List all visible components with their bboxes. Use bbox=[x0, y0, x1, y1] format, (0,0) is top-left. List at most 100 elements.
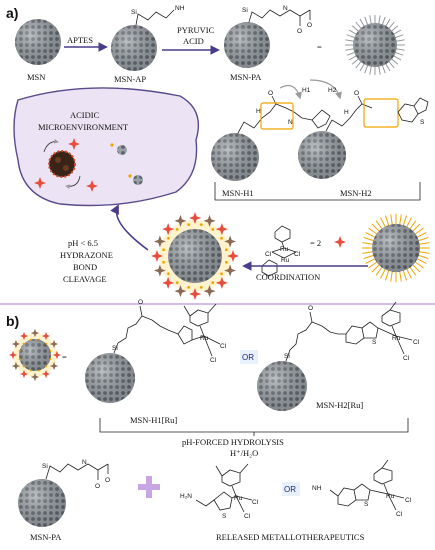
linker-dot bbox=[220, 236, 224, 240]
ray-line bbox=[394, 51, 404, 56]
msn-h2-ru-structure bbox=[257, 301, 413, 411]
acidic-label-1: ACIDIC bbox=[70, 110, 100, 120]
linker-dot bbox=[162, 248, 166, 252]
ray-line bbox=[369, 65, 372, 75]
ray-line bbox=[399, 214, 402, 226]
linker-dot bbox=[211, 227, 215, 231]
msn-h1-label: MSN-H1 bbox=[222, 188, 254, 198]
h1-arrow bbox=[279, 85, 302, 100]
linker-dot bbox=[187, 285, 191, 289]
ray-line bbox=[381, 16, 386, 26]
ray-line bbox=[362, 242, 374, 245]
ray-line bbox=[416, 232, 427, 239]
released-drug-2-s: S bbox=[364, 501, 369, 508]
msn-h1-ru-label: MSN-H1[Ru] bbox=[130, 415, 177, 425]
panel-b-label: b) bbox=[6, 313, 19, 329]
ray-line bbox=[351, 58, 360, 65]
functionalized-sphere-icon bbox=[345, 15, 405, 75]
msn-h2-label: MSN-H2 bbox=[340, 188, 372, 198]
released-drug-2-structure bbox=[329, 459, 405, 511]
msn-h1-n: N bbox=[288, 119, 293, 126]
msn-h1-ru-o: O bbox=[138, 299, 143, 306]
or-label-2: OR bbox=[284, 485, 296, 494]
ray-line bbox=[418, 251, 430, 254]
released-label: RELEASED METALLOTHERAPEUTICS bbox=[216, 532, 365, 542]
msn-h2-ru-cl2: Cl bbox=[403, 355, 410, 362]
ray-line bbox=[362, 251, 374, 254]
ray-line bbox=[378, 65, 381, 75]
msn-h1-ru-si: Si bbox=[112, 345, 118, 352]
ph-label-1: pH < 6.5 bbox=[68, 238, 98, 248]
linker-dot bbox=[211, 281, 215, 285]
ray-line bbox=[363, 254, 375, 259]
msn-ap-sphere bbox=[111, 9, 175, 71]
ray-line bbox=[346, 34, 356, 39]
released-drug-2-cl1: Cl bbox=[405, 497, 412, 504]
ray-line bbox=[390, 25, 399, 32]
released-drug-1-cl1: Cl bbox=[252, 499, 259, 506]
ray-line bbox=[414, 261, 424, 269]
ray-line bbox=[355, 60, 362, 69]
ray-line bbox=[390, 270, 393, 282]
msn-h2-ru-si: Si bbox=[284, 353, 290, 360]
ray-line bbox=[345, 48, 355, 51]
ray-line bbox=[388, 21, 395, 30]
msn-pa-si: Si bbox=[242, 7, 248, 14]
ray-line bbox=[418, 242, 430, 245]
msn-h2-o: O bbox=[354, 90, 359, 97]
acidic-label-2: MICROENVIRONMENT bbox=[38, 122, 129, 132]
msn-h2-ru-ru: Ru bbox=[392, 335, 401, 342]
ray-line bbox=[388, 60, 395, 69]
msn-ap-label: MSN-AP bbox=[114, 74, 146, 84]
aptes-label: APTES bbox=[67, 35, 93, 45]
ray-line bbox=[417, 237, 429, 242]
ray-line bbox=[395, 39, 405, 42]
ray-line bbox=[364, 64, 369, 74]
linker-dot bbox=[45, 342, 48, 345]
ray-line bbox=[390, 58, 399, 65]
ray-line bbox=[385, 18, 391, 28]
linker-dot bbox=[220, 272, 224, 276]
released-drug-2-ru: Ru bbox=[386, 493, 395, 500]
msn-h1-ru-cl1: Cl bbox=[220, 343, 227, 350]
ray-line bbox=[417, 254, 429, 259]
ray-line bbox=[385, 215, 390, 227]
msn-ap-nh2: NH bbox=[175, 5, 185, 12]
msn-sphere bbox=[15, 19, 61, 65]
ru-dimer-structure bbox=[261, 225, 297, 277]
ray-line bbox=[411, 223, 421, 233]
released-drug-1-s: S bbox=[222, 513, 227, 520]
ph-label-4: CLEAVAGE bbox=[63, 274, 107, 284]
linker-dot bbox=[29, 369, 32, 372]
ru-dimer-ru1: Ru bbox=[280, 246, 289, 253]
pyruvic-label-2: ACID bbox=[183, 36, 204, 46]
msn-pa-n: N bbox=[283, 5, 288, 12]
ray-line bbox=[385, 269, 390, 281]
ray-line bbox=[365, 257, 376, 264]
ru-dimer-ru2: Ru bbox=[281, 257, 290, 264]
msn-label: MSN bbox=[27, 72, 45, 82]
linker-dot bbox=[38, 338, 41, 341]
ray-line bbox=[405, 268, 412, 279]
linker-dot bbox=[162, 260, 166, 264]
msn-h2-ru-label: MSN-H2[Ru] bbox=[316, 400, 363, 410]
ph-label-3: BOND bbox=[73, 262, 97, 272]
ray-line bbox=[392, 29, 402, 35]
msn-h1-nh: H bbox=[256, 108, 261, 115]
ray-line bbox=[411, 263, 421, 273]
msn-h2-ru-s: S bbox=[372, 339, 377, 346]
ru-loaded-particle-icon bbox=[151, 212, 239, 300]
released-drug-1-structure bbox=[195, 463, 253, 513]
linker-dot bbox=[22, 342, 25, 345]
linker-dot bbox=[45, 365, 48, 368]
ray-line bbox=[348, 29, 358, 35]
msn-h1-ru-structure bbox=[85, 303, 221, 403]
ray-line bbox=[385, 62, 391, 72]
linker-dot bbox=[49, 358, 52, 361]
h2-label: H2 bbox=[328, 87, 337, 94]
msn-h2-nh: H bbox=[344, 109, 349, 116]
linker-dot bbox=[175, 227, 179, 231]
ru-dimer-cl2: Cl bbox=[294, 251, 301, 258]
msn-h1-ru-cl2: Cl bbox=[210, 357, 217, 364]
